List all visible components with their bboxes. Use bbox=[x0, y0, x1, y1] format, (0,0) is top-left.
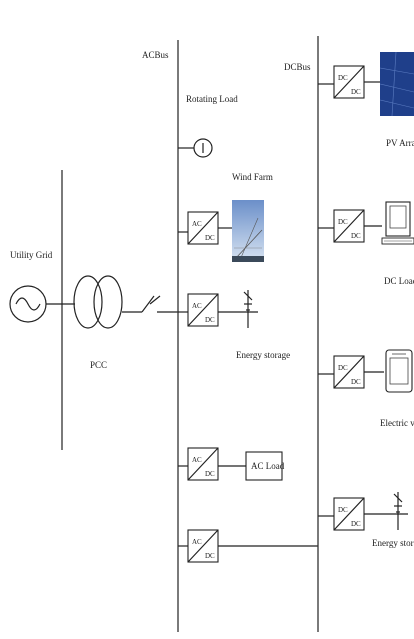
dc-storage-converter: DC DC bbox=[333, 497, 365, 531]
svg-text:DC: DC bbox=[351, 232, 361, 240]
pv-array-label: PV Array bbox=[386, 138, 414, 148]
svg-text:DC: DC bbox=[205, 234, 215, 242]
svg-text:DC: DC bbox=[338, 364, 348, 372]
transformer-icon bbox=[73, 275, 123, 329]
rotating-load-label: Rotating Load bbox=[186, 94, 238, 104]
dc-load-converter: DC DC bbox=[333, 209, 365, 243]
svg-text:AC: AC bbox=[192, 220, 202, 228]
ac-source-icon bbox=[9, 285, 47, 323]
wind-turbine-icon bbox=[232, 200, 264, 262]
ac-storage-converter: AC DC bbox=[187, 293, 219, 327]
utility-grid-label: Utility Grid bbox=[10, 250, 53, 260]
svg-text:AC: AC bbox=[192, 456, 202, 464]
circuit-breaker-icon bbox=[141, 295, 161, 313]
wind-converter: AC DC bbox=[187, 211, 219, 245]
svg-text:AC: AC bbox=[192, 538, 202, 546]
ac-energy-storage-label: Energy storage bbox=[236, 350, 290, 360]
ac-load-box bbox=[245, 451, 283, 481]
svg-text:AC: AC bbox=[192, 302, 202, 310]
solar-panel-icon bbox=[379, 51, 414, 117]
svg-text:DC: DC bbox=[351, 520, 361, 528]
wind-farm-label: Wind Farm bbox=[232, 172, 273, 182]
ac-load-converter: AC DC bbox=[187, 447, 219, 481]
pv-converter: DC DC bbox=[333, 65, 365, 99]
svg-text:DC: DC bbox=[338, 506, 348, 514]
battery-icon bbox=[393, 492, 403, 530]
svg-text:DC: DC bbox=[205, 552, 215, 560]
ac-bus-label: ACBus bbox=[142, 50, 169, 60]
svg-text:DC: DC bbox=[205, 316, 215, 324]
svg-text:DC: DC bbox=[351, 378, 361, 386]
motor-icon bbox=[193, 138, 213, 158]
electric-vehicle-icon bbox=[385, 349, 413, 393]
pcc-label: PCC bbox=[90, 360, 107, 370]
computer-icon bbox=[381, 201, 414, 245]
svg-text:DC: DC bbox=[351, 88, 361, 96]
electric-vehicle-label: Electric vehicle bbox=[380, 418, 414, 428]
battery-icon bbox=[243, 290, 253, 328]
ac-load-label: AC Load bbox=[251, 461, 285, 471]
interlink-converter: AC DC bbox=[187, 529, 219, 563]
dc-bus-label: DCBus bbox=[284, 62, 311, 72]
dc-energy-storage-label: Energy storage bbox=[372, 538, 414, 548]
svg-text:DC: DC bbox=[338, 218, 348, 226]
svg-text:DC: DC bbox=[338, 74, 348, 82]
ev-converter: DC DC bbox=[333, 355, 365, 389]
svg-text:DC: DC bbox=[205, 470, 215, 478]
dc-load-label: DC Load bbox=[384, 276, 414, 286]
